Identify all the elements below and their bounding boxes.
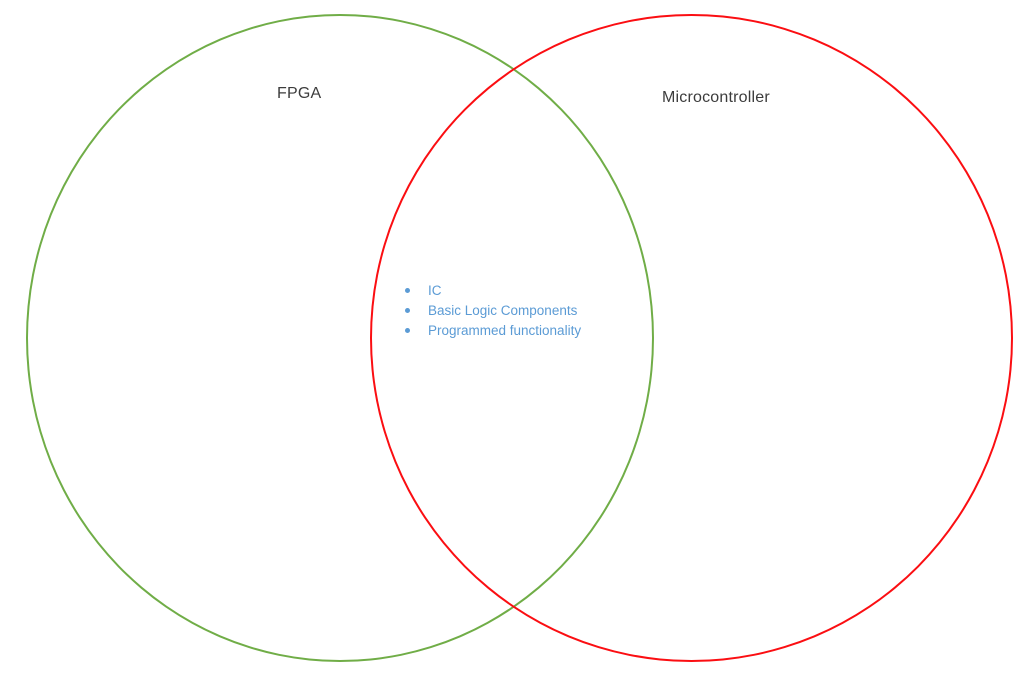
list-item-text: Programmed functionality: [428, 322, 582, 338]
bullet-icon: [405, 287, 410, 293]
fpga-label: FPGA: [277, 85, 322, 102]
list-item: Programmed functionality: [405, 320, 581, 340]
bullet-icon: [405, 307, 410, 313]
microcontroller-label: Microcontroller: [662, 89, 770, 106]
bullet-icon: [405, 327, 410, 333]
intersection-list: IC Basic Logic Components Programmed fun…: [405, 280, 581, 340]
list-item-text: IC: [428, 282, 442, 298]
list-item: IC: [405, 280, 581, 300]
microcontroller-circle: [370, 14, 1013, 662]
list-item-text: Basic Logic Components: [428, 302, 578, 318]
list-item: Basic Logic Components: [405, 300, 581, 320]
